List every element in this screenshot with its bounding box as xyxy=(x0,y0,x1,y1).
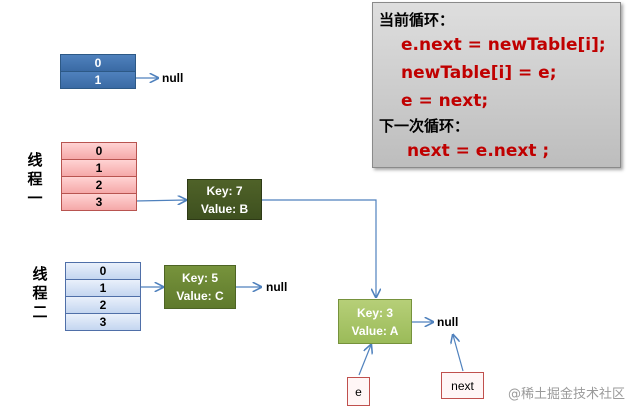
next-loop-title: 下一次循环： xyxy=(379,117,470,135)
arrow-key7-to-key3 xyxy=(262,199,376,297)
null-label: null xyxy=(162,71,184,85)
array-cell: 2 xyxy=(65,296,141,314)
array-cell: 1 xyxy=(65,279,141,297)
node-key5: Key: 5 Value: C xyxy=(164,265,236,309)
null-label: null xyxy=(437,315,459,329)
array-cell: 0 xyxy=(65,262,141,280)
current-loop-title: 当前循环： xyxy=(379,11,455,29)
array-cell: 1 xyxy=(61,159,137,177)
thread1-label: 线程一 xyxy=(27,151,43,207)
node-key: Key: 7 xyxy=(206,183,243,198)
array-cell: 2 xyxy=(61,176,137,194)
watermark: @稀土掘金技术社区 xyxy=(508,387,626,402)
pointer-next: next xyxy=(441,372,484,399)
code-line: next = e.next ; xyxy=(407,141,550,161)
code-line: newTable[i] = e; xyxy=(401,63,557,83)
node-value: Value: C xyxy=(176,289,224,303)
node-key: Key: 3 xyxy=(356,305,394,320)
node-key7: Key: 7 Value: B xyxy=(187,179,262,220)
array-cell: 0 xyxy=(60,54,136,72)
arrow-e-to-key3 xyxy=(358,345,371,376)
thread2-label: 线程二 xyxy=(32,265,48,321)
null-label: null xyxy=(266,280,288,294)
code-box: 当前循环： e.next = newTable[i]; newTable[i] … xyxy=(372,2,621,168)
array-cell: 1 xyxy=(60,71,136,89)
code-line: e.next = newTable[i]; xyxy=(401,35,606,55)
node-value: Value: B xyxy=(200,201,249,216)
code-line: e = next; xyxy=(401,91,489,111)
arrow-thread1-slot3-to-key7 xyxy=(134,200,186,201)
thread1-array: 0 1 2 3 xyxy=(61,142,137,211)
node-key3: Key: 3 Value: A xyxy=(338,299,412,344)
top-array: 0 1 xyxy=(60,54,136,89)
node-value: Value: A xyxy=(351,323,399,338)
arrow-next-to-null xyxy=(453,335,464,372)
thread2-array: 0 1 2 3 xyxy=(65,262,141,331)
node-key: Key: 5 xyxy=(181,271,219,285)
array-cell: 0 xyxy=(61,142,137,160)
array-cell: 3 xyxy=(61,193,137,211)
array-cell: 3 xyxy=(65,313,141,331)
pointer-e: e xyxy=(347,377,370,406)
